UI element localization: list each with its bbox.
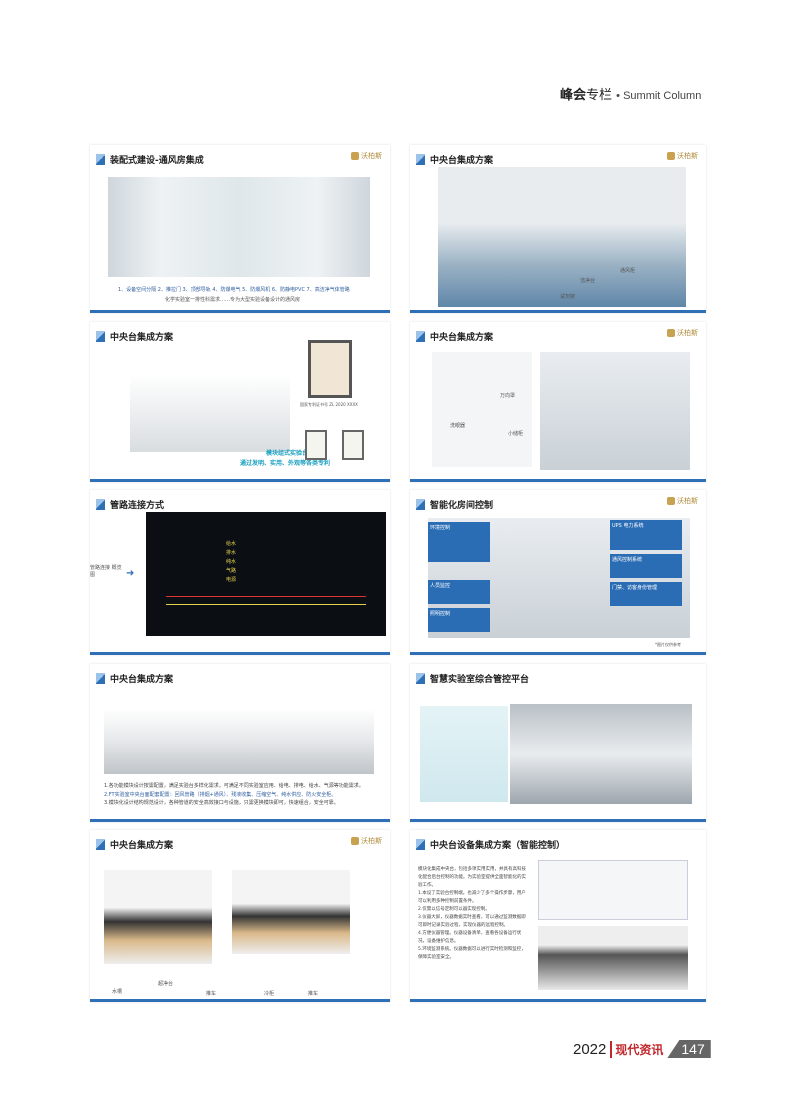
- slide-bullet-icon: [96, 673, 105, 684]
- patent-certificate: [308, 340, 352, 398]
- control-screen-render: [538, 860, 688, 920]
- feature-box: UPS 电力系统: [610, 520, 682, 550]
- slide-5: 管路连接方式 管路连接 概览图 ➜ 给水 排水 纯水 气路 电源: [90, 490, 390, 655]
- slide-title: 智能化房间控制: [430, 501, 494, 511]
- slide-title: 中央台设备集成方案（智能控制）: [430, 841, 566, 851]
- label: 试剂架: [560, 294, 576, 300]
- column-name-bold: 峰会: [560, 88, 587, 103]
- certificate: [305, 430, 327, 460]
- label: 洗眼器: [450, 423, 466, 429]
- bench-render-left: [104, 870, 212, 964]
- label: 洁净台: [580, 278, 596, 284]
- ventilation-room-photo: [108, 177, 370, 277]
- year: 2022: [573, 1040, 607, 1058]
- lab-3d-render: [510, 704, 692, 804]
- slide-bullet-icon: [416, 499, 425, 510]
- slide-6: 智能化房间控制 沃柏斯 环境控制 UPS 电力系统 人员监控 通风控制系统 照明…: [410, 490, 706, 655]
- caption: 国家专利证书号 ZL 2020 XXXX: [300, 402, 358, 407]
- brand-logo: 沃柏斯: [667, 151, 698, 161]
- accessories-panel: [432, 352, 532, 467]
- brand-logo: 沃柏斯: [351, 836, 382, 846]
- side-label: 管路连接 概览图: [90, 565, 122, 578]
- arrow-icon: ➜: [126, 568, 135, 579]
- label: 水槽: [112, 989, 123, 995]
- slide-7: 中央台集成方案 1.各功能模块设计按需配置，满足实验台多样化需求，可满足不同实验…: [90, 664, 390, 822]
- slide-bullet-icon: [416, 331, 425, 342]
- slide-3: 中央台集成方案 国家专利证书号 ZL 2020 XXXX 模块组式实验台 通过发…: [90, 322, 390, 482]
- feature-box: 人员监控: [428, 580, 490, 604]
- label: 小储柜: [508, 431, 524, 437]
- feature-box: 照明控制: [428, 608, 490, 632]
- caption: 1、设备空间分隔 2、推拉门 3、顶部导轨 4、防爆电气 5、防爆风机 6、防静…: [118, 287, 350, 293]
- lab-bench-photo: [438, 167, 686, 307]
- slide-title: 中央台集成方案: [110, 675, 174, 685]
- slide-bullet-icon: [96, 499, 105, 510]
- brand-logo: 沃柏斯: [667, 496, 698, 506]
- brand-logo: 沃柏斯: [667, 328, 698, 338]
- bench-diagram: [104, 692, 374, 774]
- pipeline-cad-diagram: 给水 排水 纯水 气路 电源: [146, 512, 386, 636]
- column-header: 峰会专栏 • Summit Column: [560, 84, 701, 103]
- platform-dashboard: [420, 706, 508, 802]
- feature-box: 环境控制: [428, 522, 490, 562]
- bench-render: [538, 926, 688, 990]
- slide-title: 智慧实验室综合管控平台: [430, 675, 530, 685]
- label: 通风柜: [620, 268, 636, 274]
- column-name-en: • Summit Column: [616, 90, 702, 102]
- column-name: 专栏: [586, 88, 613, 103]
- page-footer: 2022 现代资讯 147: [573, 1040, 711, 1058]
- highlight-text: 模块组式实验台: [266, 450, 309, 457]
- slide-bullet-icon: [416, 673, 425, 684]
- brand-logo: 沃柏斯: [351, 151, 382, 161]
- caption: 化学实验室一排性科需求……专为大型实验设备设计的通风房: [165, 297, 301, 303]
- label: 推车: [308, 991, 319, 997]
- slide-4: 中央台集成方案 沃柏斯 万向罩 小储柜 洗眼器: [410, 322, 706, 482]
- label: 推车: [206, 991, 217, 997]
- slide-bullet-icon: [96, 331, 105, 342]
- label: 超净台: [158, 981, 174, 987]
- notes: 1.各功能模块设计按需配置，满足实验台多样化需求，可满足不同实验室应用、给电、排…: [104, 783, 364, 806]
- label: 冷柜: [264, 991, 275, 997]
- slide-1: 装配式建设-通风房集成 沃柏斯 1、设备空间分隔 2、推拉门 3、顶部导轨 4、…: [90, 145, 390, 313]
- body-text: 模块化集成中央台，包括多项实用实用，并具有高科技化配合后台控制的功能。为实验室提…: [418, 867, 526, 960]
- slide-bullet-icon: [96, 839, 105, 850]
- note: *图片仅供参考: [655, 642, 681, 647]
- feature-box: 门禁、访客身份管理: [610, 582, 682, 606]
- lab-photo: [540, 352, 690, 470]
- label: 万向罩: [500, 393, 516, 399]
- slide-10: 中央台设备集成方案（智能控制） 模块化集成中央台，包括多项实用实用，并具有高科技…: [410, 830, 706, 1002]
- highlight-text: 通过发明、实用、外观等各类专利: [240, 460, 331, 467]
- slide-9: 中央台集成方案 沃柏斯 水槽 超净台 推车 冷柜 推车: [90, 830, 390, 1002]
- slide-title: 管路连接方式: [110, 501, 165, 511]
- slide-bullet-icon: [96, 154, 105, 165]
- certificate: [342, 430, 364, 460]
- bench-render-right: [232, 870, 350, 954]
- page-number: 147: [667, 1040, 711, 1058]
- slide-title: 中央台集成方案: [110, 841, 174, 851]
- slide-title: 装配式建设-通风房集成: [110, 156, 204, 166]
- magazine-name: 现代资讯: [610, 1040, 663, 1058]
- slide-title: 中央台集成方案: [110, 333, 174, 343]
- slide-8: 智慧实验室综合管控平台: [410, 664, 706, 822]
- slide-title: 中央台集成方案: [430, 333, 494, 343]
- bench-render: [130, 342, 290, 452]
- slide-bullet-icon: [416, 154, 425, 165]
- feature-box: 通风控制系统: [610, 554, 682, 578]
- slide-2: 中央台集成方案 沃柏斯 试剂架 洁净台 通风柜: [410, 145, 706, 313]
- slide-bullet-icon: [416, 839, 425, 850]
- slide-title: 中央台集成方案: [430, 156, 494, 166]
